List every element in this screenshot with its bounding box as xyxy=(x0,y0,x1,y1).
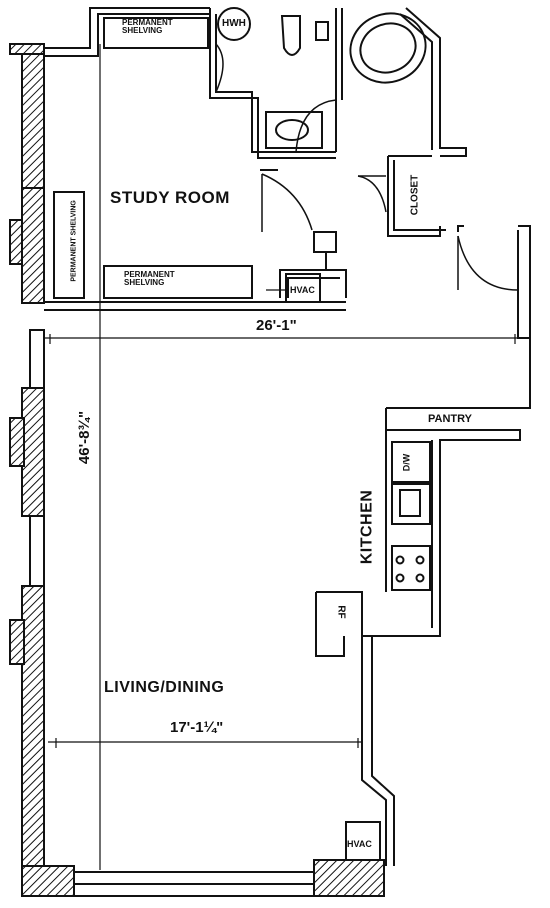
exterior-wall-south xyxy=(21,859,385,897)
overall-length-dimension: 46'-8¾" xyxy=(76,410,94,465)
hwh-label: HWH xyxy=(222,18,246,29)
interior-walls xyxy=(44,7,531,866)
exterior-wall-west xyxy=(9,43,45,877)
shelving-side-label: PERMANENT SHELVING xyxy=(70,200,78,282)
closet-label: CLOSET xyxy=(409,174,421,216)
dishwasher-label: D/W xyxy=(401,453,412,472)
pantry-label: PANTRY xyxy=(428,413,472,425)
study-room-label: STUDY ROOM xyxy=(110,188,230,207)
overall-width-dimension: 26'-1" xyxy=(256,317,297,334)
living-width-dimension: 17'-1¼" xyxy=(170,719,224,736)
door-swings xyxy=(215,43,519,291)
shelving-top-label: PERMANENT SHELVING xyxy=(122,18,173,36)
kitchen-label: KITCHEN xyxy=(358,489,376,565)
hvac-study-label: HVAC xyxy=(290,285,315,295)
shelving-units xyxy=(53,17,321,303)
kitchen-fixtures xyxy=(345,441,431,861)
refrigerator-label: RF xyxy=(335,605,347,619)
living-dining-label: LIVING/DINING xyxy=(104,679,225,696)
dimension-lines xyxy=(44,44,518,870)
hvac-living-label: HVAC xyxy=(347,839,372,849)
bath-fixtures xyxy=(217,7,427,270)
shelving-bottom-label: PERMANENT SHELVING xyxy=(124,270,175,288)
